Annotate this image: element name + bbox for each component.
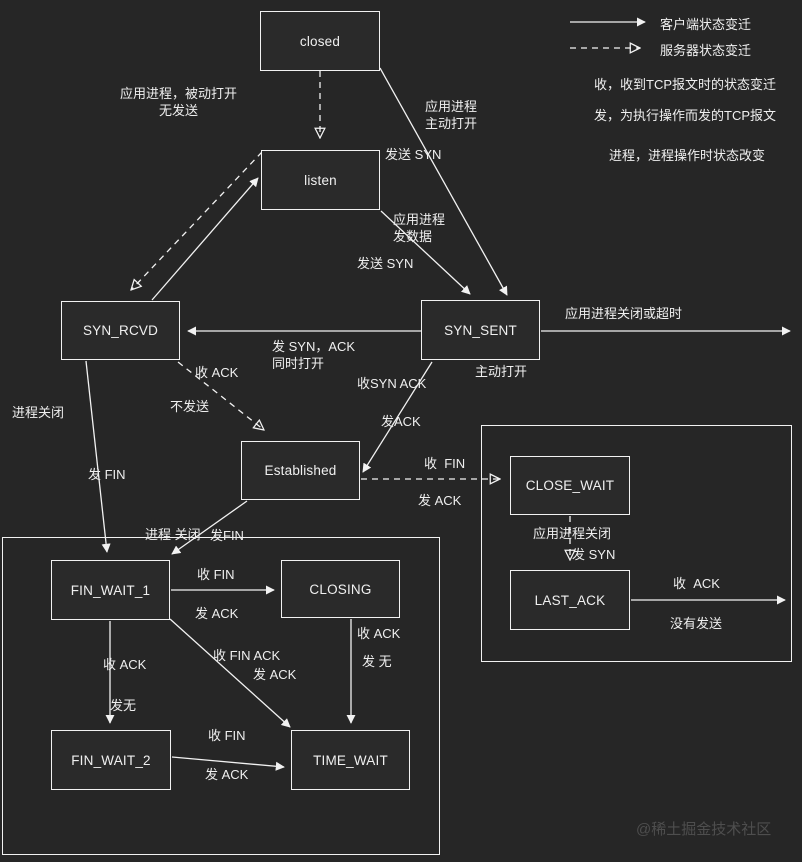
state-closed[interactable]: closed bbox=[260, 11, 380, 71]
edge-label-passive-open: 应用进程，被动打开 无发送 bbox=[120, 86, 238, 118]
server-close-panel bbox=[481, 425, 792, 662]
edge-synrcvd-listen bbox=[151, 177, 259, 301]
state-closing[interactable]: CLOSING bbox=[281, 560, 400, 618]
edge-label-send-fin-estab: 发FIN bbox=[210, 528, 244, 543]
state-closed-label: closed bbox=[299, 33, 341, 49]
edge-label-no-send-lastack: 没有发送 bbox=[670, 616, 723, 631]
edge-label-send-none-closing: 发 无 bbox=[362, 654, 392, 669]
state-established-label: Established bbox=[264, 463, 337, 478]
legend-note-recv: 收，收到TCP报文时的状态变迁 bbox=[594, 77, 777, 92]
edge-label-send-syn-mid: 发送 SYN bbox=[357, 256, 414, 271]
edge-label-recv-ack-closing: 收 ACK bbox=[357, 626, 401, 641]
legend-client-transition-label: 客户端状态变迁 bbox=[660, 17, 752, 32]
edge-label-recv-ack-rcvd: 收 ACK bbox=[195, 365, 239, 380]
legend-note-send: 发，为执行操作而发的TCP报文 bbox=[594, 108, 777, 123]
edge-label-proc-close-estab: 进程 关闭 bbox=[145, 527, 201, 542]
state-last-ack-label: LAST_ACK bbox=[534, 592, 606, 608]
client-close-panel bbox=[2, 537, 440, 855]
state-time-wait[interactable]: TIME_WAIT bbox=[291, 730, 410, 790]
state-fin-wait-2[interactable]: FIN_WAIT_2 bbox=[51, 730, 171, 790]
state-syn-rcvd[interactable]: SYN_RCVD bbox=[61, 301, 180, 360]
state-time-wait-label: TIME_WAIT bbox=[313, 752, 388, 768]
state-close-wait-label: CLOSE_WAIT bbox=[525, 478, 615, 493]
edge-label-recv-fin-cw: 收 FIN bbox=[424, 456, 466, 471]
state-listen[interactable]: listen bbox=[261, 150, 380, 210]
edge-label-send-syn-lastack: 发 SYN bbox=[572, 547, 616, 562]
edge-label-proc-close-left: 进程关闭 bbox=[12, 405, 65, 420]
edge-label-active-open-note: 主动打开 bbox=[475, 364, 528, 379]
edge-label-send-syn-ack: 发 SYN，ACK 同时打开 bbox=[272, 339, 356, 371]
legend-note-proc: 进程，进程操作时状态改变 bbox=[609, 148, 766, 163]
edge-synrcvd-finwait1 bbox=[85, 360, 111, 553]
edge-label-send-ack-estab: 发ACK bbox=[381, 414, 421, 429]
edge-label-recv-ack-lastack: 收 ACK bbox=[673, 576, 720, 591]
state-syn-rcvd-label: SYN_RCVD bbox=[82, 323, 159, 338]
state-close-wait[interactable]: CLOSE_WAIT bbox=[510, 456, 630, 515]
edge-label-recv-ack-fw2: 收 ACK bbox=[103, 657, 147, 672]
edge-label-send-fin-left: 发 FIN bbox=[88, 467, 126, 482]
edge-label-active-open: 应用进程 主动打开 bbox=[425, 99, 478, 131]
legend-server-transition-label: 服务器状态变迁 bbox=[660, 43, 752, 58]
edge-label-send-syn-top: 发送 SYN bbox=[385, 147, 442, 162]
edge-listen-synrcvd bbox=[131, 151, 263, 290]
state-last-ack[interactable]: LAST_ACK bbox=[510, 570, 630, 630]
state-listen-label: listen bbox=[304, 172, 337, 188]
edge-label-send-ack-closing: 发 ACK bbox=[195, 606, 239, 621]
state-syn-sent[interactable]: SYN_SENT bbox=[421, 300, 540, 360]
edge-label-app-proc-close-cw: 应用进程关闭 bbox=[533, 526, 612, 541]
edge-label-send-none-fw2: 发无 bbox=[110, 698, 137, 713]
state-fin-wait-1[interactable]: FIN_WAIT_1 bbox=[51, 560, 170, 620]
state-fin-wait-2-label: FIN_WAIT_2 bbox=[71, 752, 151, 768]
edge-label-recv-syn-ack: 收SYN ACK bbox=[357, 376, 427, 391]
edge-label-recv-fin-ack: 收 FIN ACK bbox=[213, 648, 281, 663]
state-established[interactable]: Established bbox=[241, 441, 360, 500]
edge-label-send-ack-fw2: 发 ACK bbox=[205, 767, 249, 782]
edge-label-app-send-data: 应用进程 发数据 bbox=[393, 212, 446, 244]
edge-label-app-close-timeout: 应用进程关闭或超时 bbox=[565, 306, 683, 321]
edge-label-send-ack-cw: 发 ACK bbox=[418, 493, 462, 508]
edge-label-no-send: 不发送 bbox=[170, 399, 210, 414]
edge-label-recv-fin-fw2: 收 FIN bbox=[208, 728, 246, 743]
watermark: @稀土掘金技术社区 bbox=[636, 821, 772, 838]
state-fin-wait-1-label: FIN_WAIT_1 bbox=[70, 582, 151, 598]
state-closing-label: CLOSING bbox=[309, 581, 372, 597]
edge-label-recv-fin-closing: 收 FIN bbox=[197, 567, 235, 582]
state-syn-sent-label: SYN_SENT bbox=[444, 322, 517, 338]
edge-label-send-ack-timewait: 发 ACK bbox=[253, 667, 297, 682]
